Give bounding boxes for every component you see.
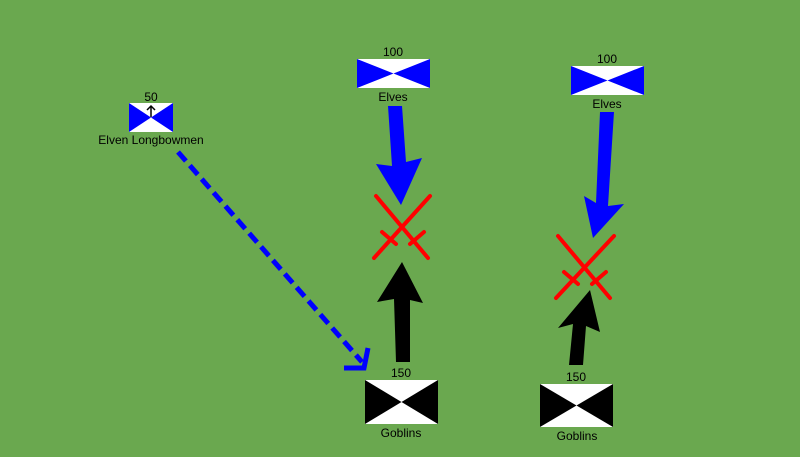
goblins-left-strength: 150	[391, 366, 411, 380]
fire-path-line	[176, 150, 364, 364]
unit-elves-left: 100 Elves	[357, 45, 430, 104]
unit-goblins-right: 150 Goblins	[540, 370, 613, 443]
archer-arrow-icon	[146, 104, 156, 117]
fire-path-arrowhead	[344, 347, 371, 371]
elves-left-name: Elves	[378, 90, 407, 104]
goblins-right-advance-arrow	[558, 290, 600, 365]
elves-left-strength: 100	[383, 45, 403, 59]
crossed-swords-icon	[372, 194, 432, 260]
unit-elves-right: 100 Elves	[571, 52, 644, 111]
crossed-swords-icon	[554, 234, 616, 300]
longbowmen-fire-path	[176, 150, 371, 371]
longbowmen-counter	[129, 103, 173, 132]
elves-left-advance-arrow	[376, 106, 422, 205]
goblins-right-name: Goblins	[557, 429, 598, 443]
unit-longbowmen: 50 Elven Longbowmen	[98, 90, 203, 147]
elves-right-strength: 100	[597, 52, 617, 66]
longbowmen-counter-bottom	[129, 117, 173, 132]
elves-left-counter	[357, 59, 430, 88]
goblins-left-counter	[365, 380, 438, 424]
goblins-right-counter	[540, 384, 613, 427]
unit-goblins-left: 150 Goblins	[365, 366, 438, 440]
goblins-left-advance-arrow	[377, 262, 423, 362]
longbowmen-name: Elven Longbowmen	[98, 133, 203, 147]
longbowmen-strength: 50	[144, 90, 158, 104]
elves-right-name: Elves	[592, 97, 621, 111]
elves-right-advance-arrow	[584, 112, 624, 238]
goblins-right-strength: 150	[566, 370, 586, 384]
elves-right-counter	[571, 66, 644, 95]
goblins-left-name: Goblins	[381, 426, 422, 440]
